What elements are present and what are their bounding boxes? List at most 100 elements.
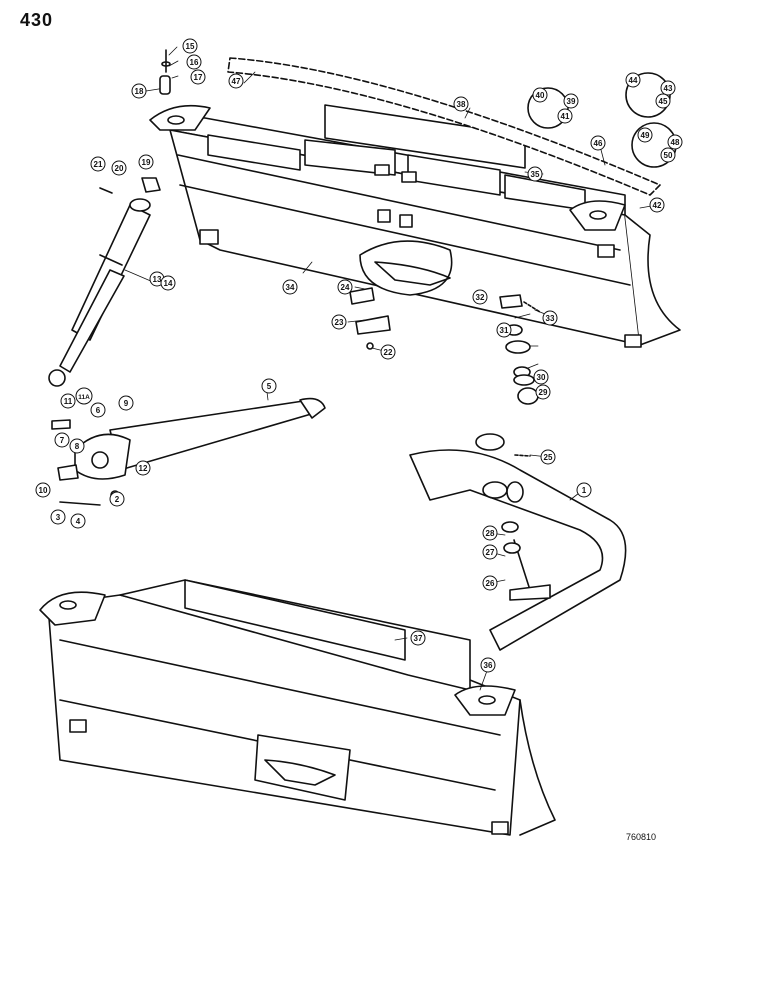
callout-11: 11 [60, 393, 76, 409]
callout-27: 27 [482, 544, 498, 560]
callout-26: 26 [482, 575, 498, 591]
c-frame [409, 433, 627, 651]
callout-label: 32 [476, 293, 485, 302]
callout-3: 3 [50, 509, 66, 525]
callout-label: 11A [78, 394, 90, 401]
lower-blade-assembly [39, 579, 556, 836]
callout-35: 35 [527, 166, 543, 182]
callout-label: 35 [531, 170, 540, 179]
callout-label: 10 [39, 486, 48, 495]
callout-1: 1 [576, 482, 592, 498]
callout-34: 34 [282, 279, 298, 295]
callout-label: 15 [186, 42, 195, 51]
callout-label: 11 [64, 397, 73, 406]
callout-23: 23 [331, 314, 347, 330]
callout-20: 20 [111, 160, 127, 176]
callout-label: 12 [139, 464, 148, 473]
figure-id: 760810 [626, 832, 657, 842]
callout-38: 38 [453, 96, 469, 112]
callout-label: 40 [536, 91, 545, 100]
callout-label: 8 [75, 442, 80, 451]
callout-21: 21 [90, 156, 106, 172]
callout-label: 2 [115, 495, 120, 504]
callout-48: 48 [667, 134, 683, 150]
callout-label: 46 [594, 139, 603, 148]
callout-42: 42 [649, 197, 665, 213]
callout-label: 21 [94, 160, 103, 169]
cutting-edge-segment [207, 134, 301, 171]
callout-label: 16 [190, 58, 199, 67]
callout-6: 6 [90, 402, 106, 418]
callout-label: 48 [671, 138, 680, 147]
callout-36: 36 [480, 657, 496, 673]
page-number: 430 [20, 10, 54, 30]
callout-33: 33 [542, 310, 558, 326]
callout-label: 39 [567, 97, 576, 106]
callout-label: 1 [582, 486, 587, 495]
callout-label: 45 [659, 97, 668, 106]
callout-18: 18 [131, 83, 147, 99]
callout-label: 26 [486, 579, 495, 588]
callout-label: 19 [142, 158, 151, 167]
callout-label: 34 [286, 283, 295, 292]
callout-label: 17 [194, 73, 203, 82]
callout-label: 41 [561, 112, 570, 121]
callout-label: 9 [124, 399, 129, 408]
callout-label: 20 [115, 164, 124, 173]
callout-label: 37 [414, 634, 423, 643]
callout-24: 24 [337, 279, 353, 295]
callout-14: 14 [160, 275, 176, 291]
callout-label: 50 [664, 151, 673, 160]
callout-4: 4 [70, 513, 86, 529]
callout-10: 10 [35, 482, 51, 498]
callout-label: 3 [56, 513, 61, 522]
callout-15: 15 [182, 38, 198, 54]
callout-label: 31 [500, 326, 509, 335]
callout-32: 32 [472, 289, 488, 305]
callout-39: 39 [563, 93, 579, 109]
callout-label: 23 [335, 318, 344, 327]
callout-47: 47 [228, 73, 244, 89]
callout-30: 30 [533, 369, 549, 385]
callout-label: 49 [641, 131, 650, 140]
hydraulic-cylinder [48, 198, 151, 387]
callout-28: 28 [482, 525, 498, 541]
callout-29: 29 [535, 384, 551, 400]
callout-label: 22 [384, 348, 393, 357]
callout-label: 42 [653, 201, 662, 210]
callout-label: 47 [232, 77, 241, 86]
callout-16: 16 [186, 54, 202, 70]
callout-label: 28 [486, 529, 495, 538]
callout-22: 22 [380, 344, 396, 360]
cutting-edge-segment [304, 139, 396, 176]
callout-label: 7 [60, 436, 65, 445]
callout-label: 36 [484, 661, 493, 670]
callout-5: 5 [261, 378, 277, 394]
callout-43: 43 [660, 80, 676, 96]
callout-label: 29 [539, 388, 548, 397]
callout-11a: 11A [75, 387, 93, 405]
callout-label: 25 [544, 453, 553, 462]
callout-label: 4 [76, 517, 81, 526]
callout-label: 43 [664, 84, 673, 93]
callout-label: 30 [537, 373, 546, 382]
callout-50: 50 [660, 147, 676, 163]
callout-label: 44 [629, 76, 638, 85]
callout-label: 13 [153, 275, 162, 284]
callout-31: 31 [496, 322, 512, 338]
callout-label: 24 [341, 283, 350, 292]
callout-44: 44 [625, 72, 641, 88]
callout-40: 40 [532, 87, 548, 103]
push-arm [74, 397, 326, 480]
callout-25: 25 [540, 449, 556, 465]
callout-17: 17 [190, 69, 206, 85]
callout-label: 5 [267, 382, 272, 391]
callout-46: 46 [590, 135, 606, 151]
callout-19: 19 [138, 154, 154, 170]
callout-37: 37 [410, 630, 426, 646]
callout-7: 7 [54, 432, 70, 448]
callout-label: 14 [164, 279, 173, 288]
callout-label: 6 [96, 406, 101, 415]
callout-2: 2 [109, 491, 125, 507]
callout-label: 33 [546, 314, 555, 323]
